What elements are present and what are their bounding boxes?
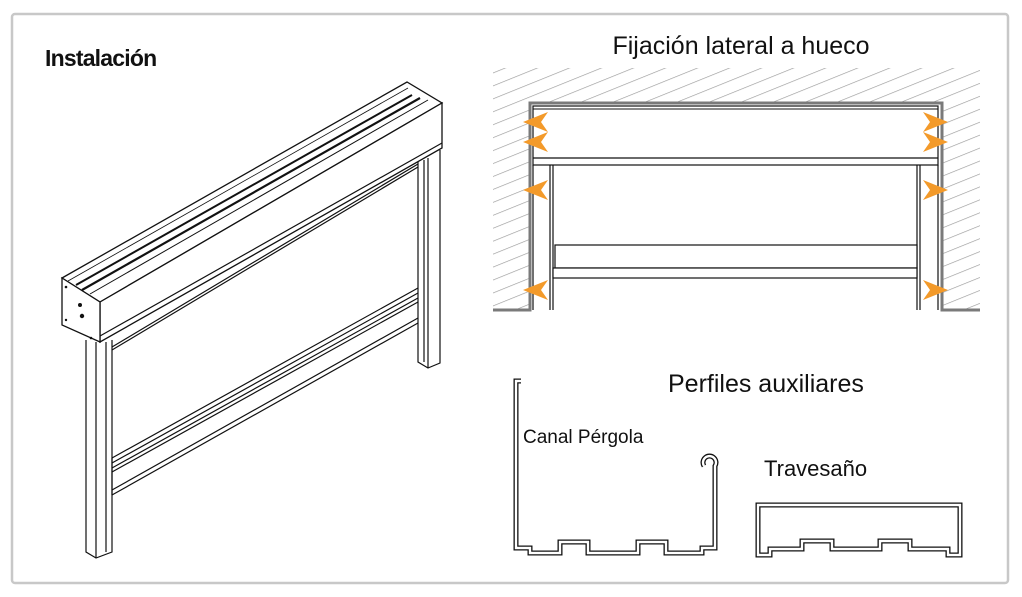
fixing-arrows: [523, 112, 948, 300]
arrow-right-icon: [923, 280, 948, 300]
canal-pergola-label: Canal Pérgola: [523, 427, 644, 448]
installation-title: Instalación: [45, 45, 156, 71]
canal-pergola-profile: Canal Pérgola: [513, 378, 719, 556]
travesano-profile: Travesaño: [755, 456, 963, 558]
side-fixing-title: Fijación lateral a hueco: [612, 32, 869, 60]
screw-hole-icon: [78, 303, 82, 307]
arrow-right-icon: [923, 180, 948, 200]
arrow-right-icon: [923, 132, 948, 152]
arrow-left-icon: [523, 180, 548, 200]
arrow-left-icon: [523, 132, 548, 152]
travesano-label: Travesaño: [764, 456, 867, 481]
arrow-right-icon: [923, 112, 948, 132]
arrow-left-icon: [523, 280, 548, 300]
profiles-title: Perfiles auxiliares: [668, 370, 864, 398]
wall-opening-diagram: [493, 68, 980, 312]
arrow-left-icon: [523, 112, 548, 132]
screw-hole-icon: [79, 313, 85, 319]
isometric-screen-frame: [60, 81, 444, 559]
